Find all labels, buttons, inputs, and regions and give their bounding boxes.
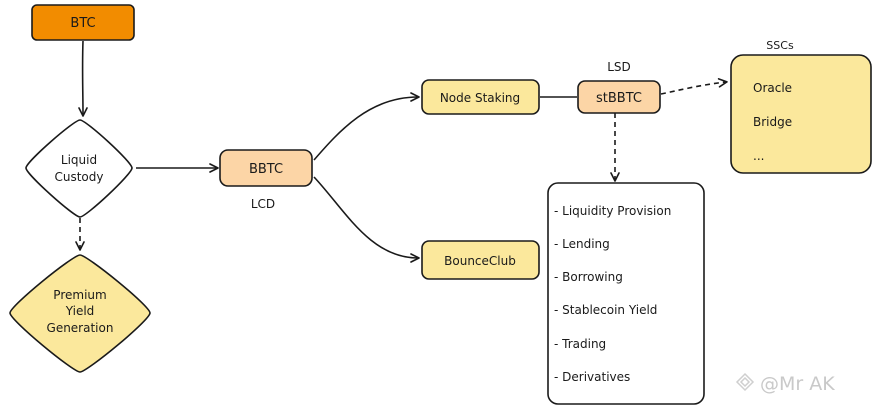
custody-label-line2: Custody	[54, 170, 103, 184]
premium-node: Premium Yield Generation	[9, 254, 151, 373]
custody-node: Liquid Custody	[25, 119, 133, 218]
stbbtc-caption: LSD	[607, 60, 631, 74]
node-staking-node: Node Staking	[421, 79, 540, 115]
watermark: @Mr AK	[735, 372, 835, 395]
connectors	[75, 40, 728, 263]
custody-label-line1: Liquid	[61, 153, 97, 167]
arrow-bbtc-to-node-staking	[313, 92, 420, 161]
bounceclub-node: BounceClub	[421, 240, 540, 280]
defi-item: - Borrowing	[554, 270, 623, 284]
defi-item: - Liquidity Provision	[554, 204, 671, 218]
btc-label: BTC	[70, 16, 95, 31]
sscs-title: SSCs	[766, 39, 794, 52]
watermark-text: @Mr AK	[760, 373, 835, 395]
binance-logo-icon	[735, 372, 755, 392]
premium-label-line2: Yield	[65, 304, 95, 318]
defi-item: - Stablecoin Yield	[554, 303, 657, 317]
defi-use-cases-node: - Liquidity Provision - Lending - Borrow…	[547, 182, 705, 405]
sscs-item: ...	[753, 149, 764, 163]
defi-item: - Lending	[554, 237, 610, 251]
sscs-item: Oracle	[753, 81, 792, 95]
defi-item: - Trading	[554, 337, 606, 351]
sscs-item: Bridge	[753, 115, 792, 129]
bbtc-label: BBTC	[249, 162, 283, 177]
arrow-bbtc-to-bounceclub	[313, 176, 420, 263]
btc-node: BTC	[31, 4, 135, 41]
stbbtc-label: stBBTC	[596, 91, 642, 106]
arrow-stbbtc-to-sscs	[660, 78, 728, 95]
sscs-node: SSCs Oracle Bridge ...	[730, 39, 872, 174]
premium-label-line1: Premium	[53, 288, 106, 302]
bbtc-node: BBTC LCD	[219, 149, 313, 211]
bounceclub-label: BounceClub	[444, 254, 516, 268]
stbbtc-node: LSD stBBTC	[577, 60, 661, 114]
bbtc-caption: LCD	[251, 197, 275, 211]
premium-label-line3: Generation	[47, 321, 114, 335]
node-staking-label: Node Staking	[440, 91, 520, 105]
defi-item: - Derivatives	[554, 370, 630, 384]
